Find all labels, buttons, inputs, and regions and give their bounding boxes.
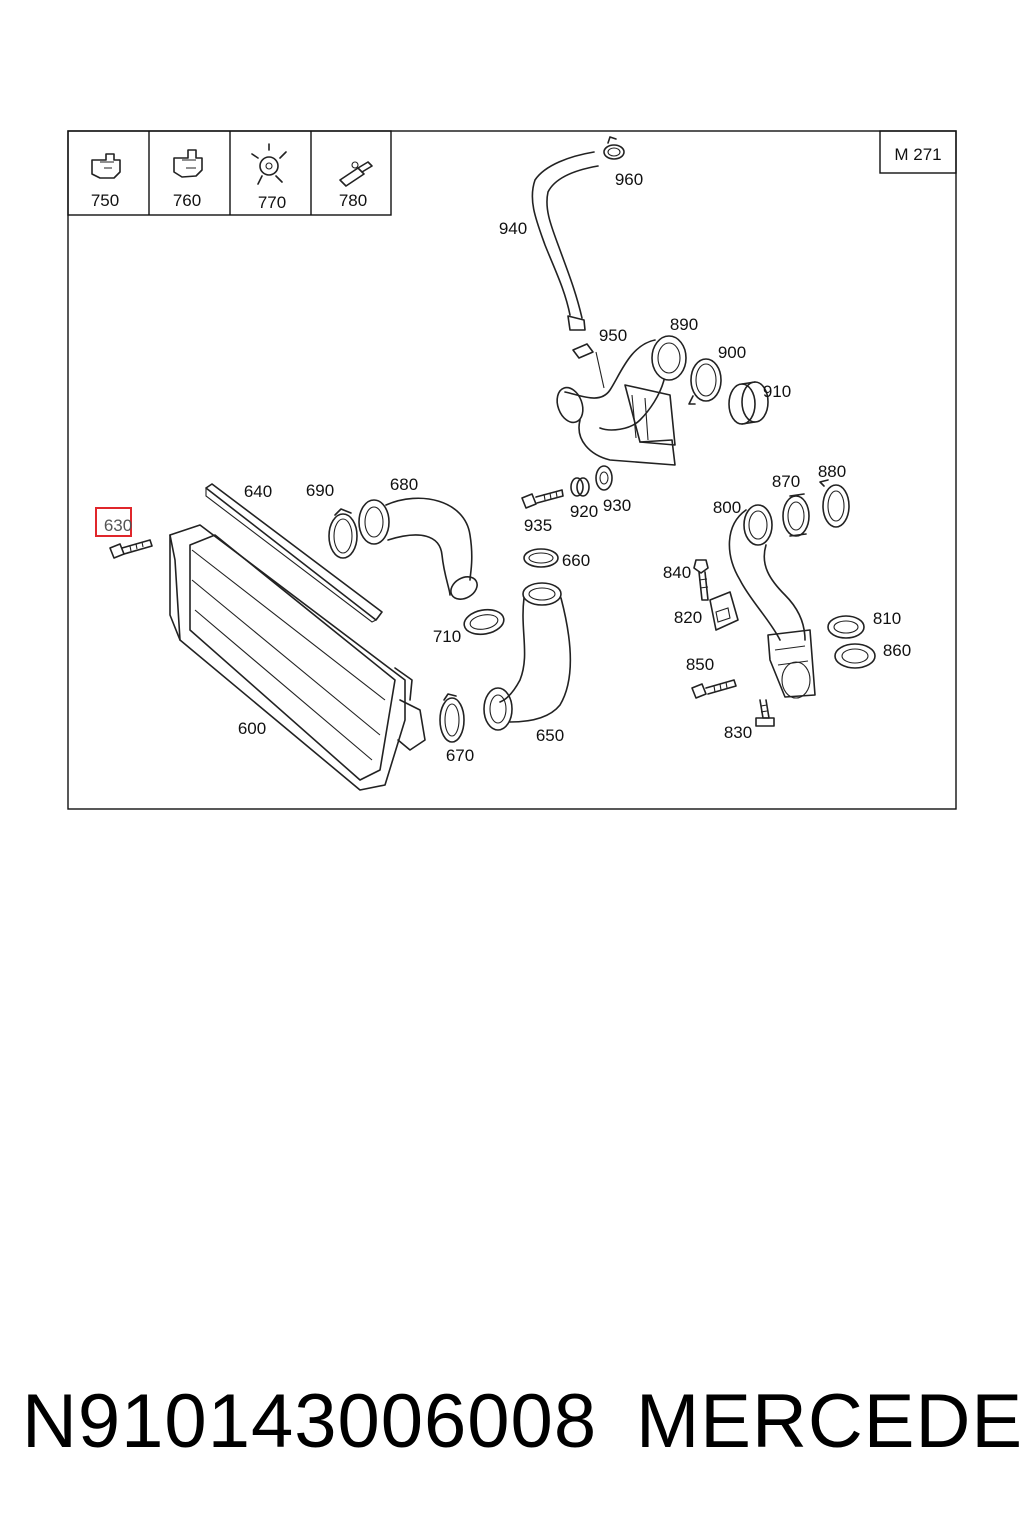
grommet-930	[595, 465, 613, 491]
footer: N910143006008 MERCEDES	[0, 1372, 1024, 1482]
callout-690: 690	[306, 481, 334, 500]
seal-ring-660	[523, 548, 559, 568]
legend-label-760: 760	[173, 191, 201, 210]
callout-810: 810	[873, 609, 901, 628]
callout-860: 860	[883, 641, 911, 660]
bolt-840	[693, 559, 709, 601]
callout-880: 880	[818, 462, 846, 481]
callout-950: 950	[599, 326, 627, 345]
legend-clip-760-icon	[173, 149, 203, 178]
legend-sensor-780-icon	[339, 161, 373, 187]
foam-strip-640	[205, 483, 383, 623]
bolt-830	[755, 699, 775, 727]
callout-960: 960	[615, 170, 643, 189]
legend-holder-770-icon	[251, 143, 287, 185]
callout-900: 900	[718, 343, 746, 362]
charge-air-hose-680	[358, 497, 478, 600]
engine-code: M 271	[894, 145, 941, 164]
charge-air-pipe-890	[556, 335, 687, 466]
callout-800: 800	[713, 498, 741, 517]
callout-650: 650	[536, 726, 564, 745]
charge-air-pipe-650	[483, 582, 572, 731]
callout-830: 830	[724, 723, 752, 742]
diagram-frame	[67, 130, 957, 810]
callout-940: 940	[499, 219, 527, 238]
callout-670: 670	[446, 746, 474, 765]
callout-870: 870	[772, 472, 800, 491]
callout-680: 680	[390, 475, 418, 494]
callout-660: 660	[562, 551, 590, 570]
callout-710: 710	[433, 627, 461, 646]
callout-850: 850	[686, 655, 714, 674]
highlight-box-630	[95, 507, 132, 537]
callout-820: 820	[674, 608, 702, 627]
coupling-910	[728, 381, 769, 425]
sleeve-920	[570, 477, 590, 497]
bolt-630	[109, 539, 153, 559]
legend-label-750: 750	[91, 191, 119, 210]
callout-935: 935	[524, 516, 552, 535]
bracket-820	[709, 591, 739, 631]
hose-clamp-710	[463, 608, 505, 636]
legend-label-770: 770	[258, 193, 286, 212]
engine-code-box: M 271	[879, 130, 957, 174]
vent-hose-940	[531, 151, 599, 331]
bolt-850	[691, 679, 737, 699]
hose-clamp-690	[328, 508, 358, 559]
hose-clip-950	[572, 343, 605, 389]
part-number: N910143006008	[22, 1379, 598, 1464]
legend-clip-750-icon	[91, 153, 121, 179]
charge-air-pipe-800	[728, 504, 816, 699]
callout-930: 930	[603, 496, 631, 515]
brand-name: MERCEDES	[636, 1379, 1024, 1464]
hose-clamp-810	[827, 615, 865, 639]
seal-ring-870	[782, 493, 810, 537]
hose-clamp-960	[603, 136, 625, 160]
parts-diagram: M 271 750 760 770 780	[67, 130, 957, 810]
callout-630: 630	[104, 516, 132, 535]
hose-clamp-670	[439, 693, 465, 743]
callout-890: 890	[670, 315, 698, 334]
hose-clamp-900	[688, 358, 722, 405]
bolt-935	[521, 489, 564, 509]
hose-clamp-880	[819, 479, 850, 528]
hose-clamp-860	[834, 643, 876, 669]
callout-910: 910	[763, 382, 791, 401]
legend-label-780: 780	[339, 191, 367, 210]
legend-table: 750 760 770 780	[67, 130, 392, 216]
callout-840: 840	[663, 563, 691, 582]
callout-640: 640	[244, 482, 272, 501]
intercooler-600	[169, 524, 426, 791]
callout-600: 600	[238, 719, 266, 738]
callout-920: 920	[570, 502, 598, 521]
